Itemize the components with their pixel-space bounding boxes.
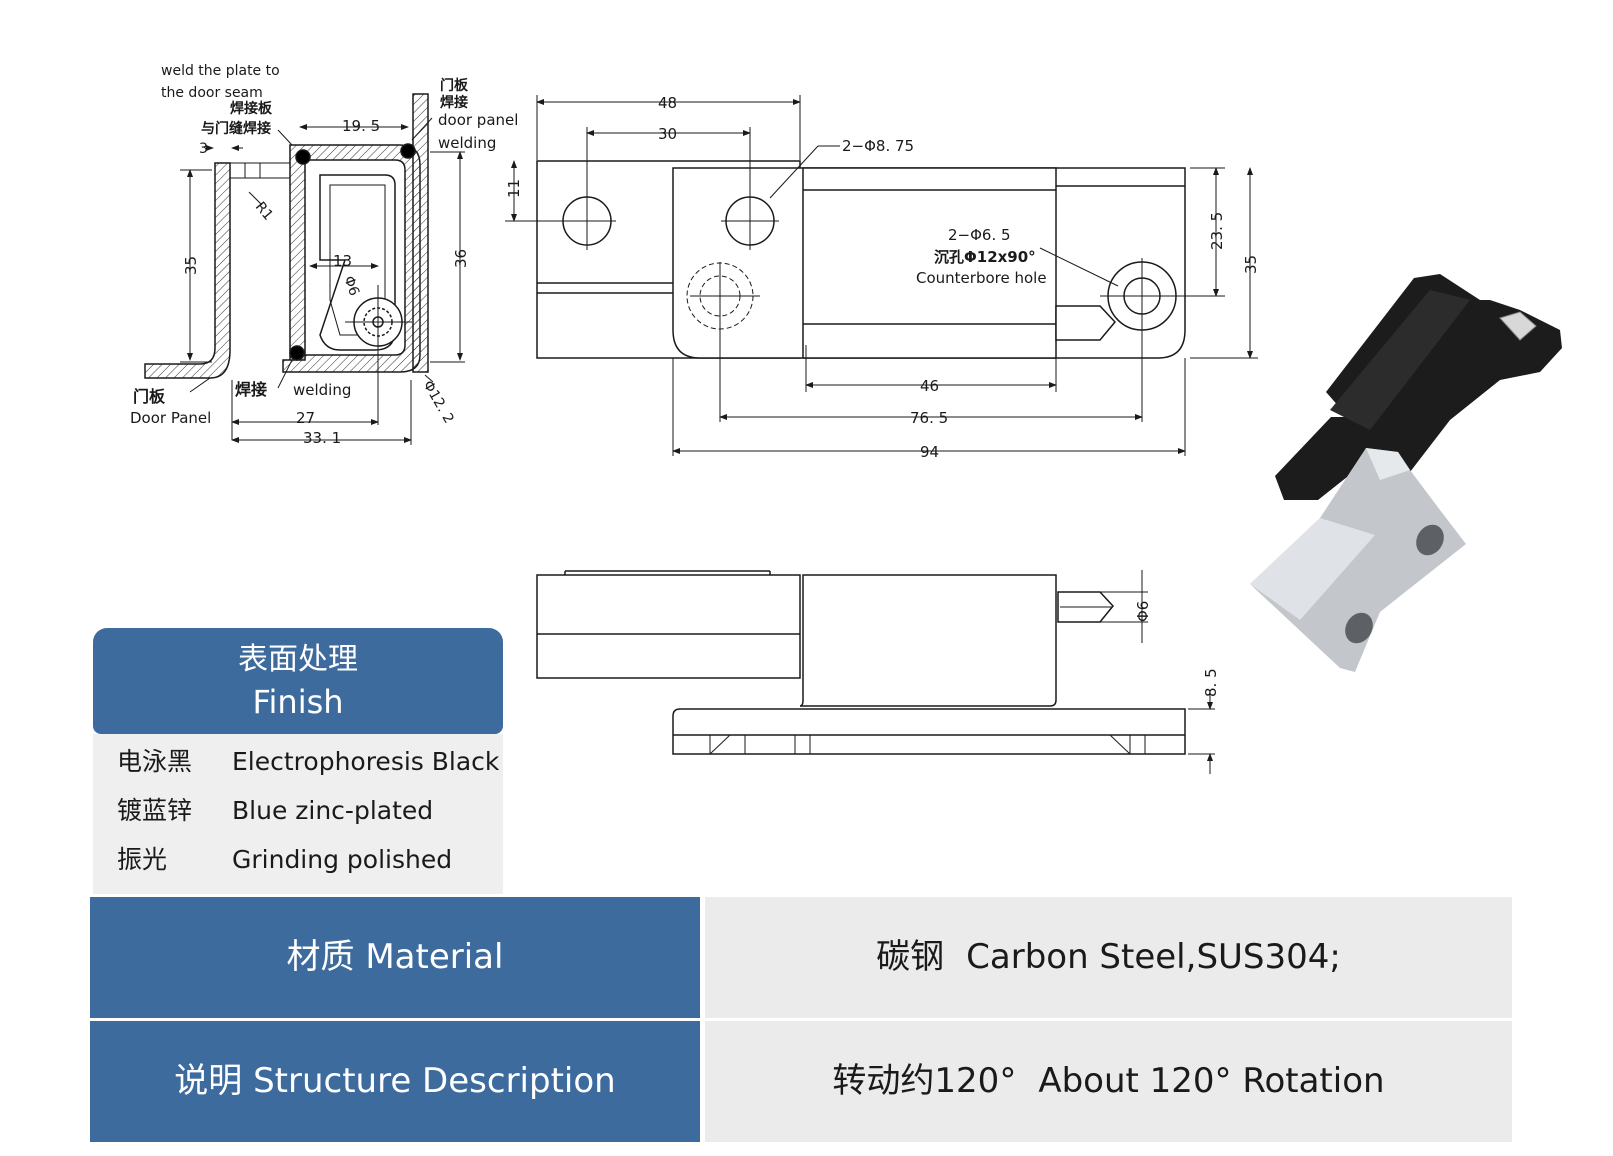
weld-dot-1 (295, 149, 311, 165)
note-door-panel-cn2: 焊接 (440, 94, 468, 111)
dim-35-section: 35 (182, 256, 200, 275)
material-label: 材质 Material (90, 897, 700, 1018)
note-door-panel-en2: welding (438, 134, 496, 152)
finish-title-cn: 表面处理 (238, 642, 358, 677)
finish-cn: 镀蓝锌 (117, 796, 193, 825)
side-leaf (536, 574, 801, 679)
section-view (144, 93, 429, 379)
side-knuckle (799, 574, 1057, 707)
dim-phi6-section: Φ6 (340, 274, 362, 298)
structure-value-en: About 120° Rotation (1038, 1061, 1385, 1101)
side-base (672, 708, 1186, 755)
dim-33-1: 33. 1 (303, 429, 341, 447)
finish-cn: 电泳黑 (117, 747, 193, 776)
dim-36: 36 (452, 249, 470, 268)
note-weld-plate-line2: the door seam (161, 85, 263, 101)
dim-11: 11 (505, 179, 523, 198)
note-weld-plate-cn1: 焊接板 (230, 100, 273, 117)
finish-row: 镀蓝锌 Blue zinc-plated (93, 791, 503, 831)
door-panel-part (144, 162, 231, 379)
dim-phi12-2: Φ12. 2 (420, 378, 457, 426)
dim-48: 48 (658, 94, 677, 112)
note-weld-plate-cn2: 与门缝焊接 (201, 120, 271, 137)
finish-cn: 振光 (117, 845, 168, 874)
dim-19-5: 19. 5 (342, 117, 380, 135)
pin-tip (1055, 305, 1117, 341)
weld-dot-2 (400, 143, 416, 159)
material-value: 碳钢 Carbon Steel,SUS304; (705, 897, 1512, 1018)
dim-23-5: 23. 5 (1208, 212, 1226, 250)
dim-76-5: 76. 5 (910, 409, 948, 427)
dim-13: 13 (333, 252, 352, 270)
silver-leaf (1250, 448, 1466, 672)
counterbore-en: Counterbore hole (916, 269, 1047, 287)
dim-phi6-side: Φ6 (1134, 601, 1152, 622)
label-door-panel-cn: 门板 (133, 387, 166, 406)
finish-header: 表面处理 Finish (93, 628, 503, 734)
note-weld-plate-line1: weld the plate to (161, 63, 280, 79)
dim-30: 30 (658, 125, 677, 143)
top-dimensions (505, 95, 1258, 456)
label-weld-en: welding (293, 381, 351, 399)
label-door-panel-en: Door Panel (130, 409, 211, 427)
dim-94: 94 (920, 443, 939, 461)
structure-value-cn: 转动约120° (832, 1061, 1017, 1101)
door-panel-strip (412, 93, 429, 373)
knuckle (802, 167, 1057, 359)
material-value-en: Carbon Steel,SUS304; (966, 937, 1341, 977)
finish-title-en: Finish (252, 683, 344, 721)
dim-46: 46 (920, 377, 939, 395)
weld-dot-3 (289, 345, 305, 361)
top-view (536, 160, 1186, 359)
dim-2-phi6-5: 2−Φ6. 5 (948, 226, 1011, 244)
note-door-panel-cn1: 门板 (440, 77, 469, 94)
dim-27: 27 (296, 409, 315, 427)
counterbore-cn: 沉孔Φ12x90° (934, 248, 1036, 266)
finish-en: Blue zinc-plated (232, 796, 434, 825)
dim-8-5: 8. 5 (1202, 668, 1220, 697)
finish-en: Electrophoresis Black (232, 747, 500, 776)
pin-top (1499, 311, 1537, 341)
section-dimensions (180, 117, 465, 445)
structure-value: 转动约120° About 120° Rotation (705, 1021, 1512, 1142)
finish-row: 电泳黑 Electrophoresis Black (93, 742, 503, 782)
dim-r1: R1 (252, 199, 276, 224)
finish-row: 振光 Grinding polished (93, 840, 503, 880)
black-leaf (1275, 274, 1562, 500)
dim-2-phi8-75: 2−Φ8. 75 (842, 137, 914, 155)
dim-35-top: 35 (1242, 255, 1260, 274)
side-text: Φ6 8. 5 (1134, 601, 1220, 697)
product-image (1250, 274, 1562, 672)
side-dimensions (1100, 570, 1215, 774)
dim-3: 3 (199, 141, 208, 157)
label-weld-cn: 焊接 (235, 380, 267, 399)
material-value-cn: 碳钢 (876, 937, 945, 977)
side-view (536, 570, 1186, 755)
note-door-panel-en1: door panel (438, 111, 518, 129)
finish-list: 电泳黑 Electrophoresis Black 镀蓝锌 Blue zinc-… (93, 734, 503, 894)
finish-en: Grinding polished (232, 845, 453, 874)
top-text: 48 30 2−Φ8. 75 11 2−Φ6. 5 沉孔Φ12x90° Coun… (505, 94, 1260, 461)
structure-label: 说明 Structure Description (90, 1021, 700, 1142)
